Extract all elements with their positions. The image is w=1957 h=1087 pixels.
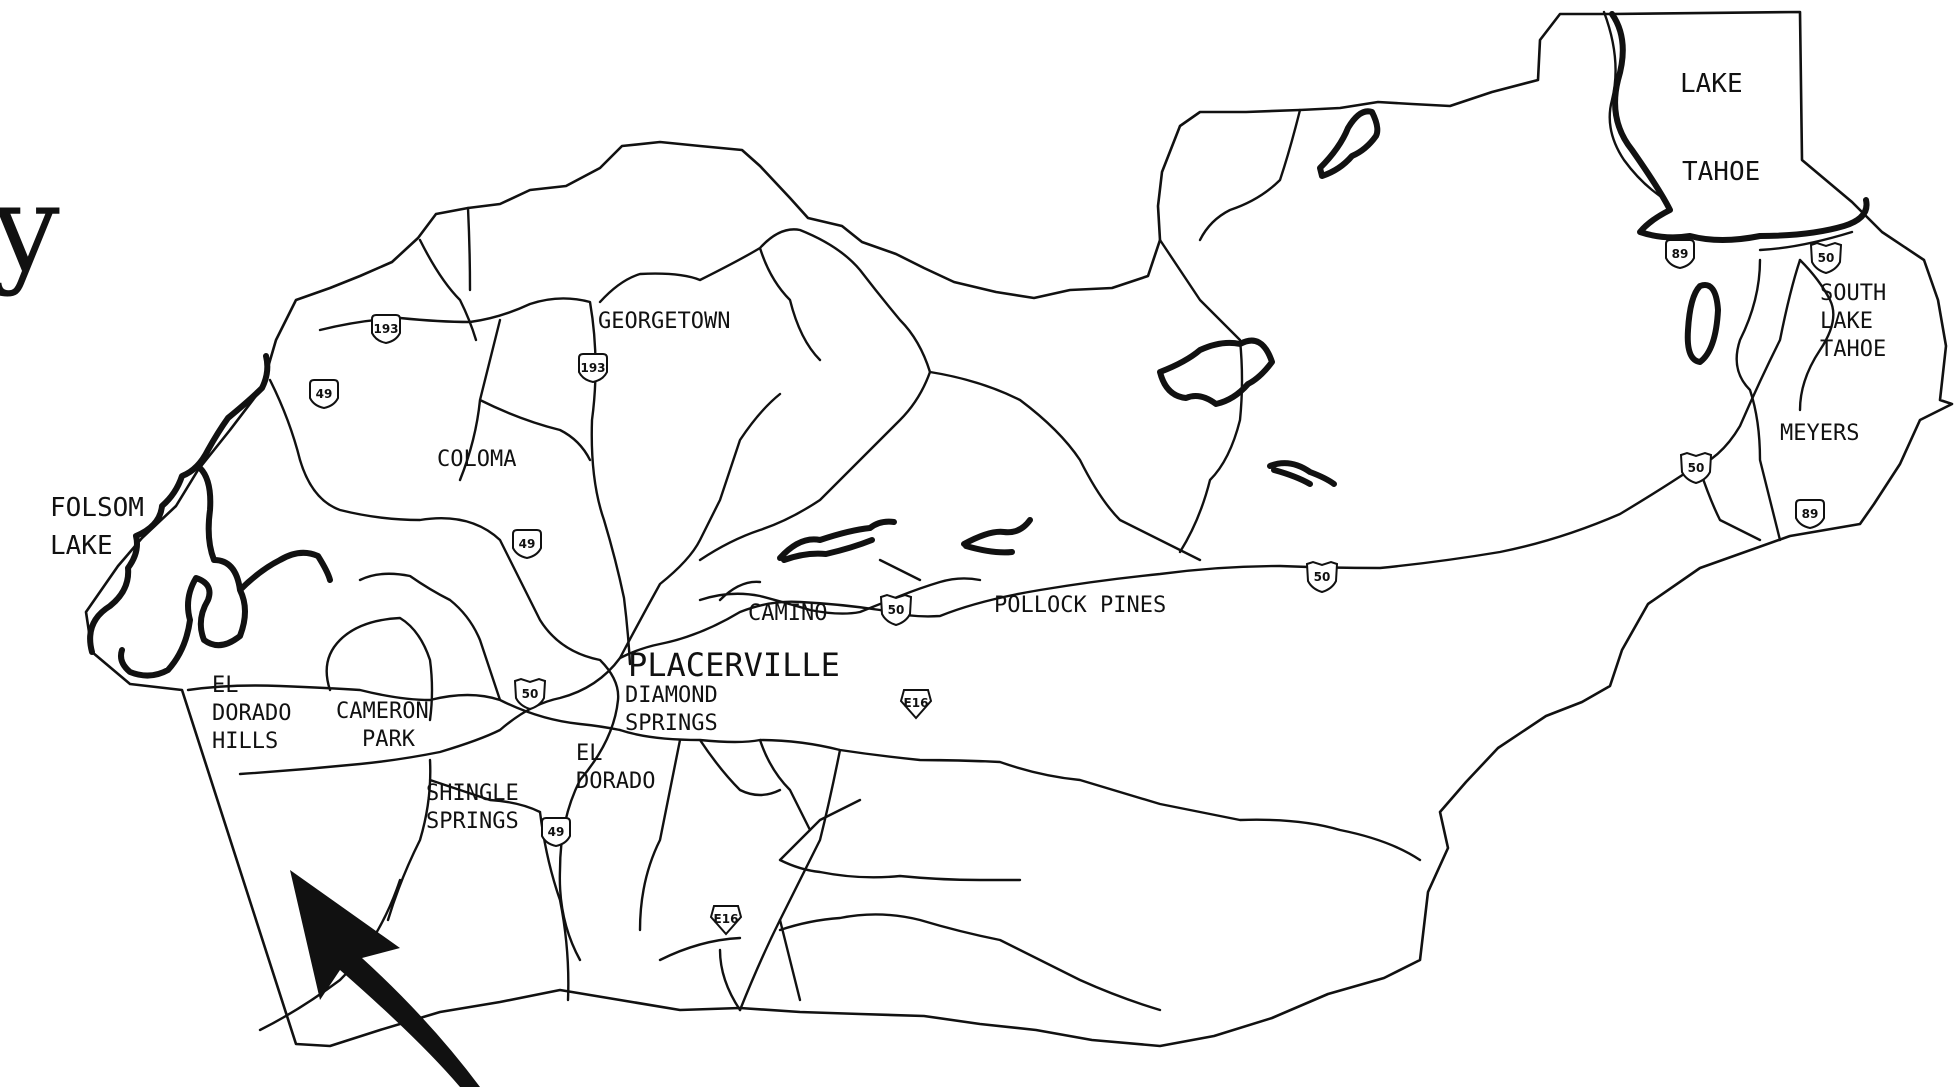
state-route-shield-icon: 49 xyxy=(309,379,339,409)
label-placerville: PLACERVILLE xyxy=(628,646,840,684)
label-folsom-lake-line2: LAKE xyxy=(50,531,113,561)
pointer-arrow-icon xyxy=(290,870,480,1087)
label-el-dorado-hills-line1: EL xyxy=(212,673,239,698)
label-lake-tahoe-line2: TAHOE xyxy=(1682,157,1760,187)
us-50-route xyxy=(238,258,1802,776)
svg-text:49: 49 xyxy=(519,537,536,551)
svg-text:E16: E16 xyxy=(714,912,739,926)
reservoir-union-valley xyxy=(1157,337,1275,407)
label-georgetown: GEORGETOWN xyxy=(598,309,730,334)
label-el-dorado-line1: EL xyxy=(576,741,603,766)
state-route-shield-icon: 193 xyxy=(578,353,608,383)
svg-text:89: 89 xyxy=(1672,247,1689,261)
svg-text:193: 193 xyxy=(373,322,398,336)
lake-tahoe-shoreline xyxy=(1609,11,1870,243)
label-lake-tahoe-line1: LAKE xyxy=(1680,69,1743,99)
fallen-leaf-lake xyxy=(1684,282,1721,365)
us-route-shield-icon: 50 xyxy=(1680,452,1712,484)
svg-text:50: 50 xyxy=(1688,461,1705,475)
state-route-shield-icon: 89 xyxy=(1665,239,1695,269)
svg-text:50: 50 xyxy=(1314,570,1331,584)
state-route-shield-icon: 49 xyxy=(512,529,542,559)
label-el-dorado-hills-line2: DORADO xyxy=(212,701,291,726)
road-network-south xyxy=(658,798,1162,1012)
title-fragment: y xyxy=(0,160,60,299)
reservoir-north xyxy=(1317,108,1381,179)
county-route-shield-icon: E16 xyxy=(900,689,932,719)
us-route-shield-icon: 50 xyxy=(514,678,546,710)
label-el-dorado-hills-line3: HILLS xyxy=(212,729,278,754)
label-folsom-lake-line1: FOLSOM xyxy=(50,493,144,523)
label-cameron-park-line1: CAMERON xyxy=(336,699,429,724)
label-pollock-pines: POLLOCK PINES xyxy=(994,593,1166,618)
county-route-shield-icon: E16 xyxy=(710,905,742,935)
label-south-lake-tahoe-line3: TAHOE xyxy=(1820,337,1886,362)
state-route-shield-icon: 89 xyxy=(1795,499,1825,529)
svg-text:50: 50 xyxy=(888,603,905,617)
label-meyers: MEYERS xyxy=(1780,421,1859,446)
svg-text:49: 49 xyxy=(548,825,565,839)
county-boundary xyxy=(84,10,1954,1048)
label-cameron-park-line2: PARK xyxy=(362,727,416,752)
state-route-shield-icon: 49 xyxy=(541,817,571,847)
label-south-lake-tahoe-line2: LAKE xyxy=(1820,309,1873,334)
us-route-shield-icon: 50 xyxy=(880,594,912,626)
road-network-east xyxy=(928,108,1835,562)
label-shingle-springs-line2: SPRINGS xyxy=(426,809,519,834)
road-network-west xyxy=(186,572,622,1032)
label-south-lake-tahoe-line1: SOUTH xyxy=(1820,281,1886,306)
road-network-central xyxy=(618,392,1422,1012)
svg-text:50: 50 xyxy=(1818,251,1835,265)
hwy-49-route xyxy=(268,378,620,962)
folsom-lake xyxy=(87,353,333,679)
hwy-193-route xyxy=(318,297,632,666)
svg-text:193: 193 xyxy=(580,361,605,375)
us-route-shield-icon: 50 xyxy=(1810,242,1842,274)
label-shingle-springs-line1: SHINGLE xyxy=(426,781,519,806)
reservoir-jenkinson xyxy=(961,517,1033,556)
svg-text:E16: E16 xyxy=(904,696,929,710)
label-diamond-springs-line1: DIAMOND xyxy=(625,683,718,708)
label-camino: CAMINO xyxy=(748,601,827,626)
svg-text:50: 50 xyxy=(522,687,539,701)
reservoir-icehouse xyxy=(1267,460,1337,487)
svg-text:89: 89 xyxy=(1802,507,1819,521)
label-diamond-springs-line2: SPRINGS xyxy=(625,711,718,736)
state-route-shield-icon: 193 xyxy=(371,314,401,344)
road-network-north xyxy=(418,206,932,562)
us-route-shield-icon: 50 xyxy=(1306,561,1338,593)
reservoir-camino xyxy=(777,518,897,563)
svg-text:49: 49 xyxy=(316,387,333,401)
road-network-camino xyxy=(698,558,982,615)
lake-tahoe-west-road xyxy=(1602,10,1854,252)
label-el-dorado-line2: DORADO xyxy=(576,769,655,794)
label-coloma: COLOMA xyxy=(437,447,516,472)
